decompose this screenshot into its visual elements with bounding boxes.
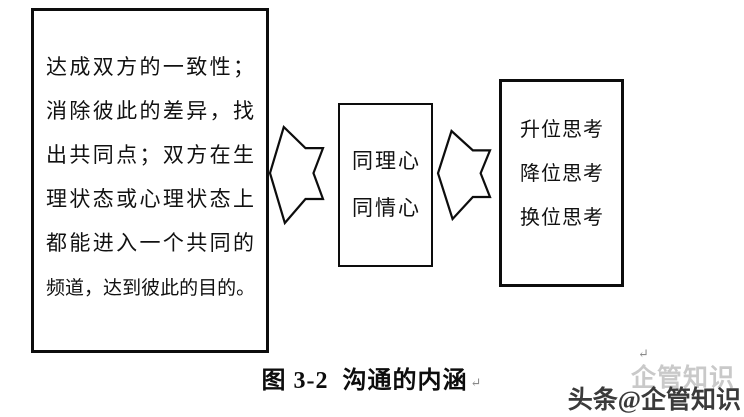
paragraph-return-icon: ↵ (638, 346, 649, 361)
text-line: 降位思考 (520, 163, 604, 185)
watermark-text: 头条@企管知识 (567, 387, 741, 414)
figure-number: 图 3-2 (261, 368, 329, 394)
figure-caption: 图 3-2 沟通的内涵↵ (0, 360, 744, 395)
watermark-ghost-text: 企管知识 (630, 365, 735, 392)
text-line: 理状态或心理状态上 (46, 187, 254, 211)
empathy-text: 同理心同情心 (340, 138, 431, 232)
paragraph-return-icon: ↵ (470, 375, 483, 390)
text-line: 消除彼此的差异，找 (46, 99, 254, 123)
text-line: 升位思考 (520, 119, 604, 141)
empathy-box: 同理心同情心 (338, 103, 433, 267)
text-line: 同情心 (352, 196, 421, 220)
thinking-modes-text: 升位思考降位思考换位思考 (502, 82, 621, 240)
definition-box: 达成双方的一致性； 消除彼此的差异，找出共同点；双方在生理状态或心理状态上都能进入… (31, 8, 269, 353)
watermark: 企管知识 头条@企管知识 (567, 365, 741, 414)
text-line: 出共同点；双方在生 (46, 143, 254, 167)
text-line: 达成双方的一致性； (46, 55, 254, 79)
definition-text: 达成双方的一致性； 消除彼此的差异，找出共同点；双方在生理状态或心理状态上都能进入… (34, 11, 266, 308)
text-line: 换位思考 (520, 207, 604, 229)
left-block-arrow-icon (438, 131, 490, 219)
text-line: 都能进入一个共同的 (46, 231, 254, 255)
left-block-arrow-icon (270, 127, 323, 223)
figure-title: 沟通的内涵 (342, 368, 468, 394)
text-line: 频道，达到彼此的目的。 (46, 277, 256, 299)
text-line: 同理心 (352, 149, 421, 173)
thinking-modes-box: 升位思考降位思考换位思考 (499, 79, 624, 287)
